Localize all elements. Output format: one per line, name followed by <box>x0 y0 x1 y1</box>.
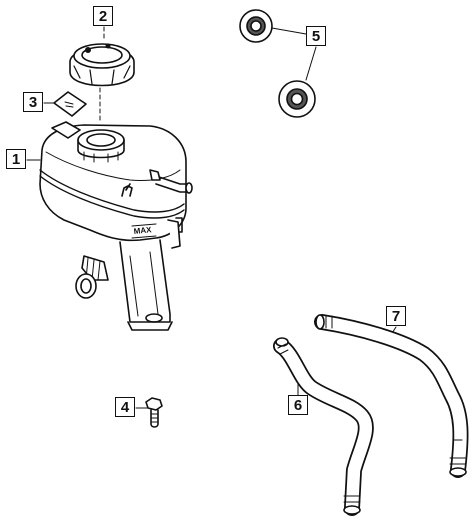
grommet-bottom <box>278 80 316 118</box>
callout-1: 1 <box>6 149 26 169</box>
callout-3: 3 <box>23 92 43 112</box>
leader-5a <box>271 27 307 35</box>
tank-embossing: MAX <box>133 225 152 236</box>
coolant-reservoir <box>39 121 193 331</box>
callout-5: 5 <box>306 26 326 46</box>
grommet-top <box>239 9 273 43</box>
mounting-bolt <box>145 397 163 428</box>
callout-2: 2 <box>93 6 113 26</box>
warning-label <box>53 91 87 117</box>
leader-5b <box>305 46 317 81</box>
callout-6: 6 <box>288 395 308 415</box>
coolant-hose-long <box>314 314 469 478</box>
callout-4: 4 <box>115 397 135 417</box>
leader-lines <box>26 26 397 409</box>
callout-7: 7 <box>386 306 406 326</box>
filler-cap <box>69 43 135 87</box>
coolant-hose-short <box>273 337 374 516</box>
